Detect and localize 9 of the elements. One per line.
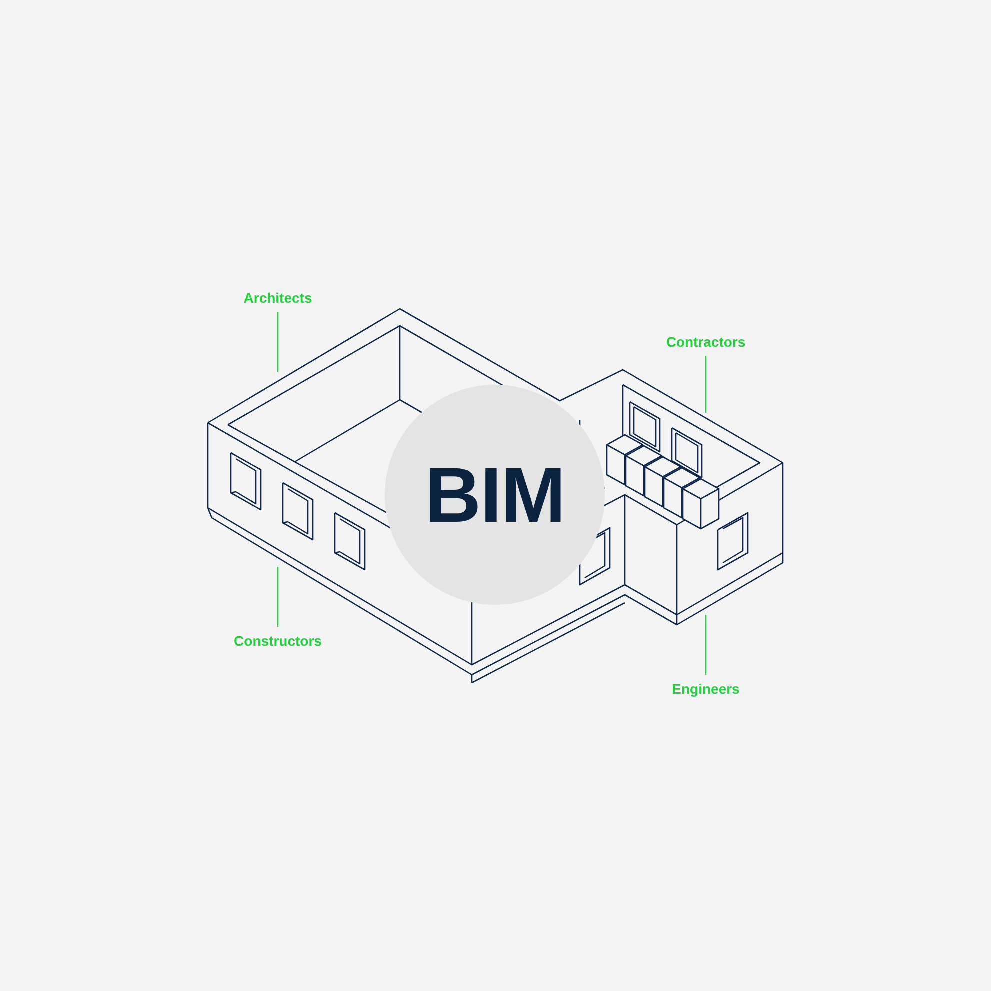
stakeholder-label: Engineers	[672, 681, 740, 697]
leader-line	[277, 567, 279, 627]
leader-line	[705, 356, 707, 413]
stakeholder-label: Contractors	[666, 334, 746, 350]
circle-label: BIM	[425, 450, 565, 540]
leader-line	[705, 615, 707, 675]
stakeholder-label: Architects	[244, 290, 312, 306]
stakeholder-label: Constructors	[234, 633, 322, 649]
leader-line	[277, 312, 279, 372]
